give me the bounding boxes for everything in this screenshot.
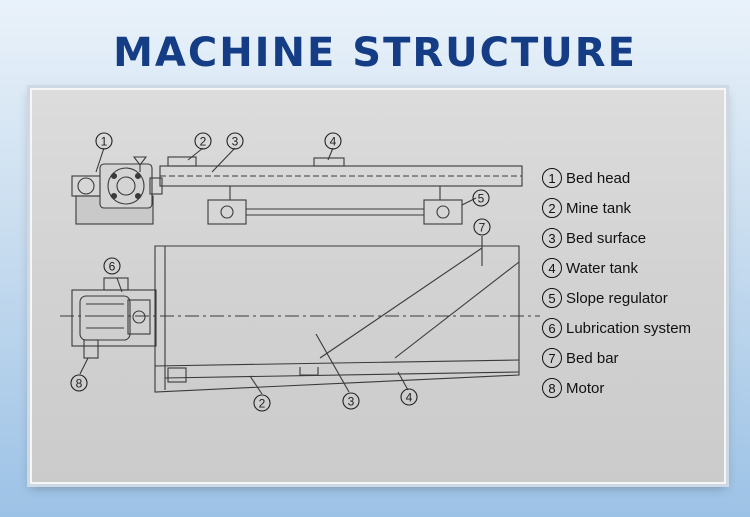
- legend-number: 8: [542, 378, 562, 398]
- legend-label: Bed surface: [566, 229, 647, 247]
- drive-head-drawing: [71, 277, 157, 359]
- legend-number: 4: [542, 258, 562, 278]
- svg-text:4: 4: [330, 135, 337, 149]
- callout-7: 7: [473, 218, 491, 236]
- legend-number: 1: [542, 168, 562, 188]
- legend-label: Lubrication system: [566, 319, 692, 337]
- legend-item-motor: 8 Motor: [542, 373, 742, 403]
- legend-item-mine-tank: 2 Mine tank: [542, 193, 742, 223]
- legend-item-slope-regulator: 5 Slope regulator: [542, 283, 742, 313]
- table-body-drawing: [60, 245, 540, 393]
- svg-text:3: 3: [232, 135, 239, 149]
- legend-number: 7: [542, 348, 562, 368]
- svg-text:3: 3: [348, 395, 355, 409]
- legend-number: 6: [542, 318, 562, 338]
- legend-number: 2: [542, 198, 562, 218]
- callout-1: 1: [95, 132, 113, 150]
- callout-3-top: 3: [342, 392, 360, 410]
- callout-3-side: 3: [226, 132, 244, 150]
- callout-6: 6: [103, 257, 121, 275]
- callout-2-side: 2: [194, 132, 212, 150]
- legend-label: Motor: [566, 379, 605, 397]
- legend-item-bed-head: 1 Bed head: [542, 163, 742, 193]
- legend-item-lubrication-system: 6 Lubrication system: [542, 313, 742, 343]
- side-view: [71, 147, 523, 225]
- legend-number: 5: [542, 288, 562, 308]
- callout-4-side: 4: [324, 132, 342, 150]
- supports: [207, 186, 463, 225]
- bed-surface-rail: [159, 156, 523, 187]
- svg-text:8: 8: [76, 377, 83, 391]
- legend-label: Water tank: [566, 259, 638, 277]
- legend-number: 3: [542, 228, 562, 248]
- svg-text:2: 2: [200, 135, 207, 149]
- parts-legend: 1 Bed head 2 Mine tank 3 Bed surface 4 W…: [542, 163, 742, 403]
- callout-2-top: 2: [253, 394, 271, 412]
- svg-text:1: 1: [101, 135, 108, 149]
- callout-5: 5: [472, 189, 490, 207]
- legend-item-water-tank: 4 Water tank: [542, 253, 742, 283]
- callouts: 1 2 3 4 5 6 7 8: [70, 132, 491, 412]
- svg-text:5: 5: [478, 192, 485, 206]
- page-title: MACHINE STRUCTURE: [113, 30, 637, 76]
- callout-8: 8: [70, 374, 88, 392]
- legend-item-bed-surface: 3 Bed surface: [542, 223, 742, 253]
- svg-text:4: 4: [406, 391, 413, 405]
- legend-label: Mine tank: [566, 199, 632, 217]
- svg-text:6: 6: [109, 260, 116, 274]
- legend-label: Bed bar: [566, 349, 619, 367]
- svg-text:2: 2: [259, 397, 266, 411]
- svg-text:7: 7: [479, 221, 486, 235]
- legend-item-bed-bar: 7 Bed bar: [542, 343, 742, 373]
- top-view: [60, 236, 540, 395]
- callout-4-top: 4: [400, 388, 418, 406]
- legend-label: Slope regulator: [566, 289, 668, 307]
- legend-label: Bed head: [566, 169, 631, 187]
- diagram-panel: [30, 88, 726, 484]
- bed-head-drawing: [71, 156, 163, 225]
